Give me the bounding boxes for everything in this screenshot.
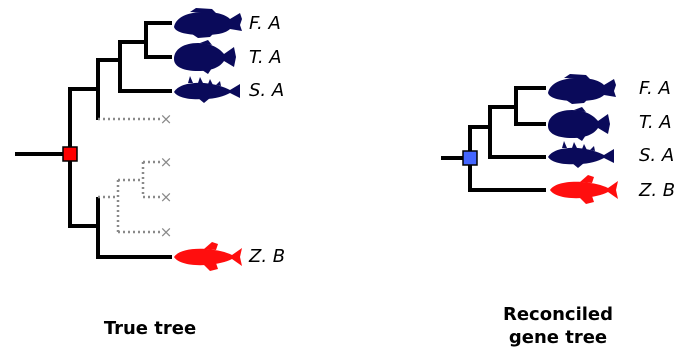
zebrafish-icon [174, 242, 242, 271]
flat-fish-icon [174, 8, 242, 38]
loss-mark: × [160, 223, 173, 241]
flat-fish-icon [548, 74, 616, 104]
true-tree-leaf-label: S. A [249, 80, 284, 101]
reconciled-gene-tree: F. A T. A S. A Z. B Reconciled gene tree [441, 74, 675, 347]
gene-tree-caption: Reconciled [503, 304, 613, 325]
true-tree: × × × × F. A T. A S. A Z. B True tree [15, 8, 285, 339]
stickleback-fish-icon [174, 76, 240, 103]
loss-mark: × [160, 153, 173, 171]
stickleback-fish-icon [548, 141, 614, 168]
loss-mark: × [160, 188, 173, 206]
gene-tree-caption: gene tree [509, 327, 607, 347]
gene-tree-leaf-label: T. A [639, 112, 672, 133]
true-tree-leaf-label: T. A [249, 47, 282, 68]
duplication-node [62, 146, 78, 162]
true-tree-leaf-label: Z. B [248, 246, 285, 267]
gene-tree-leaf-label: Z. B [638, 180, 675, 201]
puffer-fish-icon [174, 40, 236, 74]
gene-tree-leaf-label: S. A [639, 145, 674, 166]
true-tree-caption: True tree [104, 318, 196, 339]
puffer-fish-icon [548, 107, 610, 141]
gene-tree-leaf-label: F. A [639, 78, 671, 99]
zebrafish-icon [550, 175, 618, 204]
true-tree-leaf-label: F. A [249, 13, 281, 34]
loss-mark: × [160, 110, 173, 128]
gene-tree-root-node [462, 150, 478, 166]
